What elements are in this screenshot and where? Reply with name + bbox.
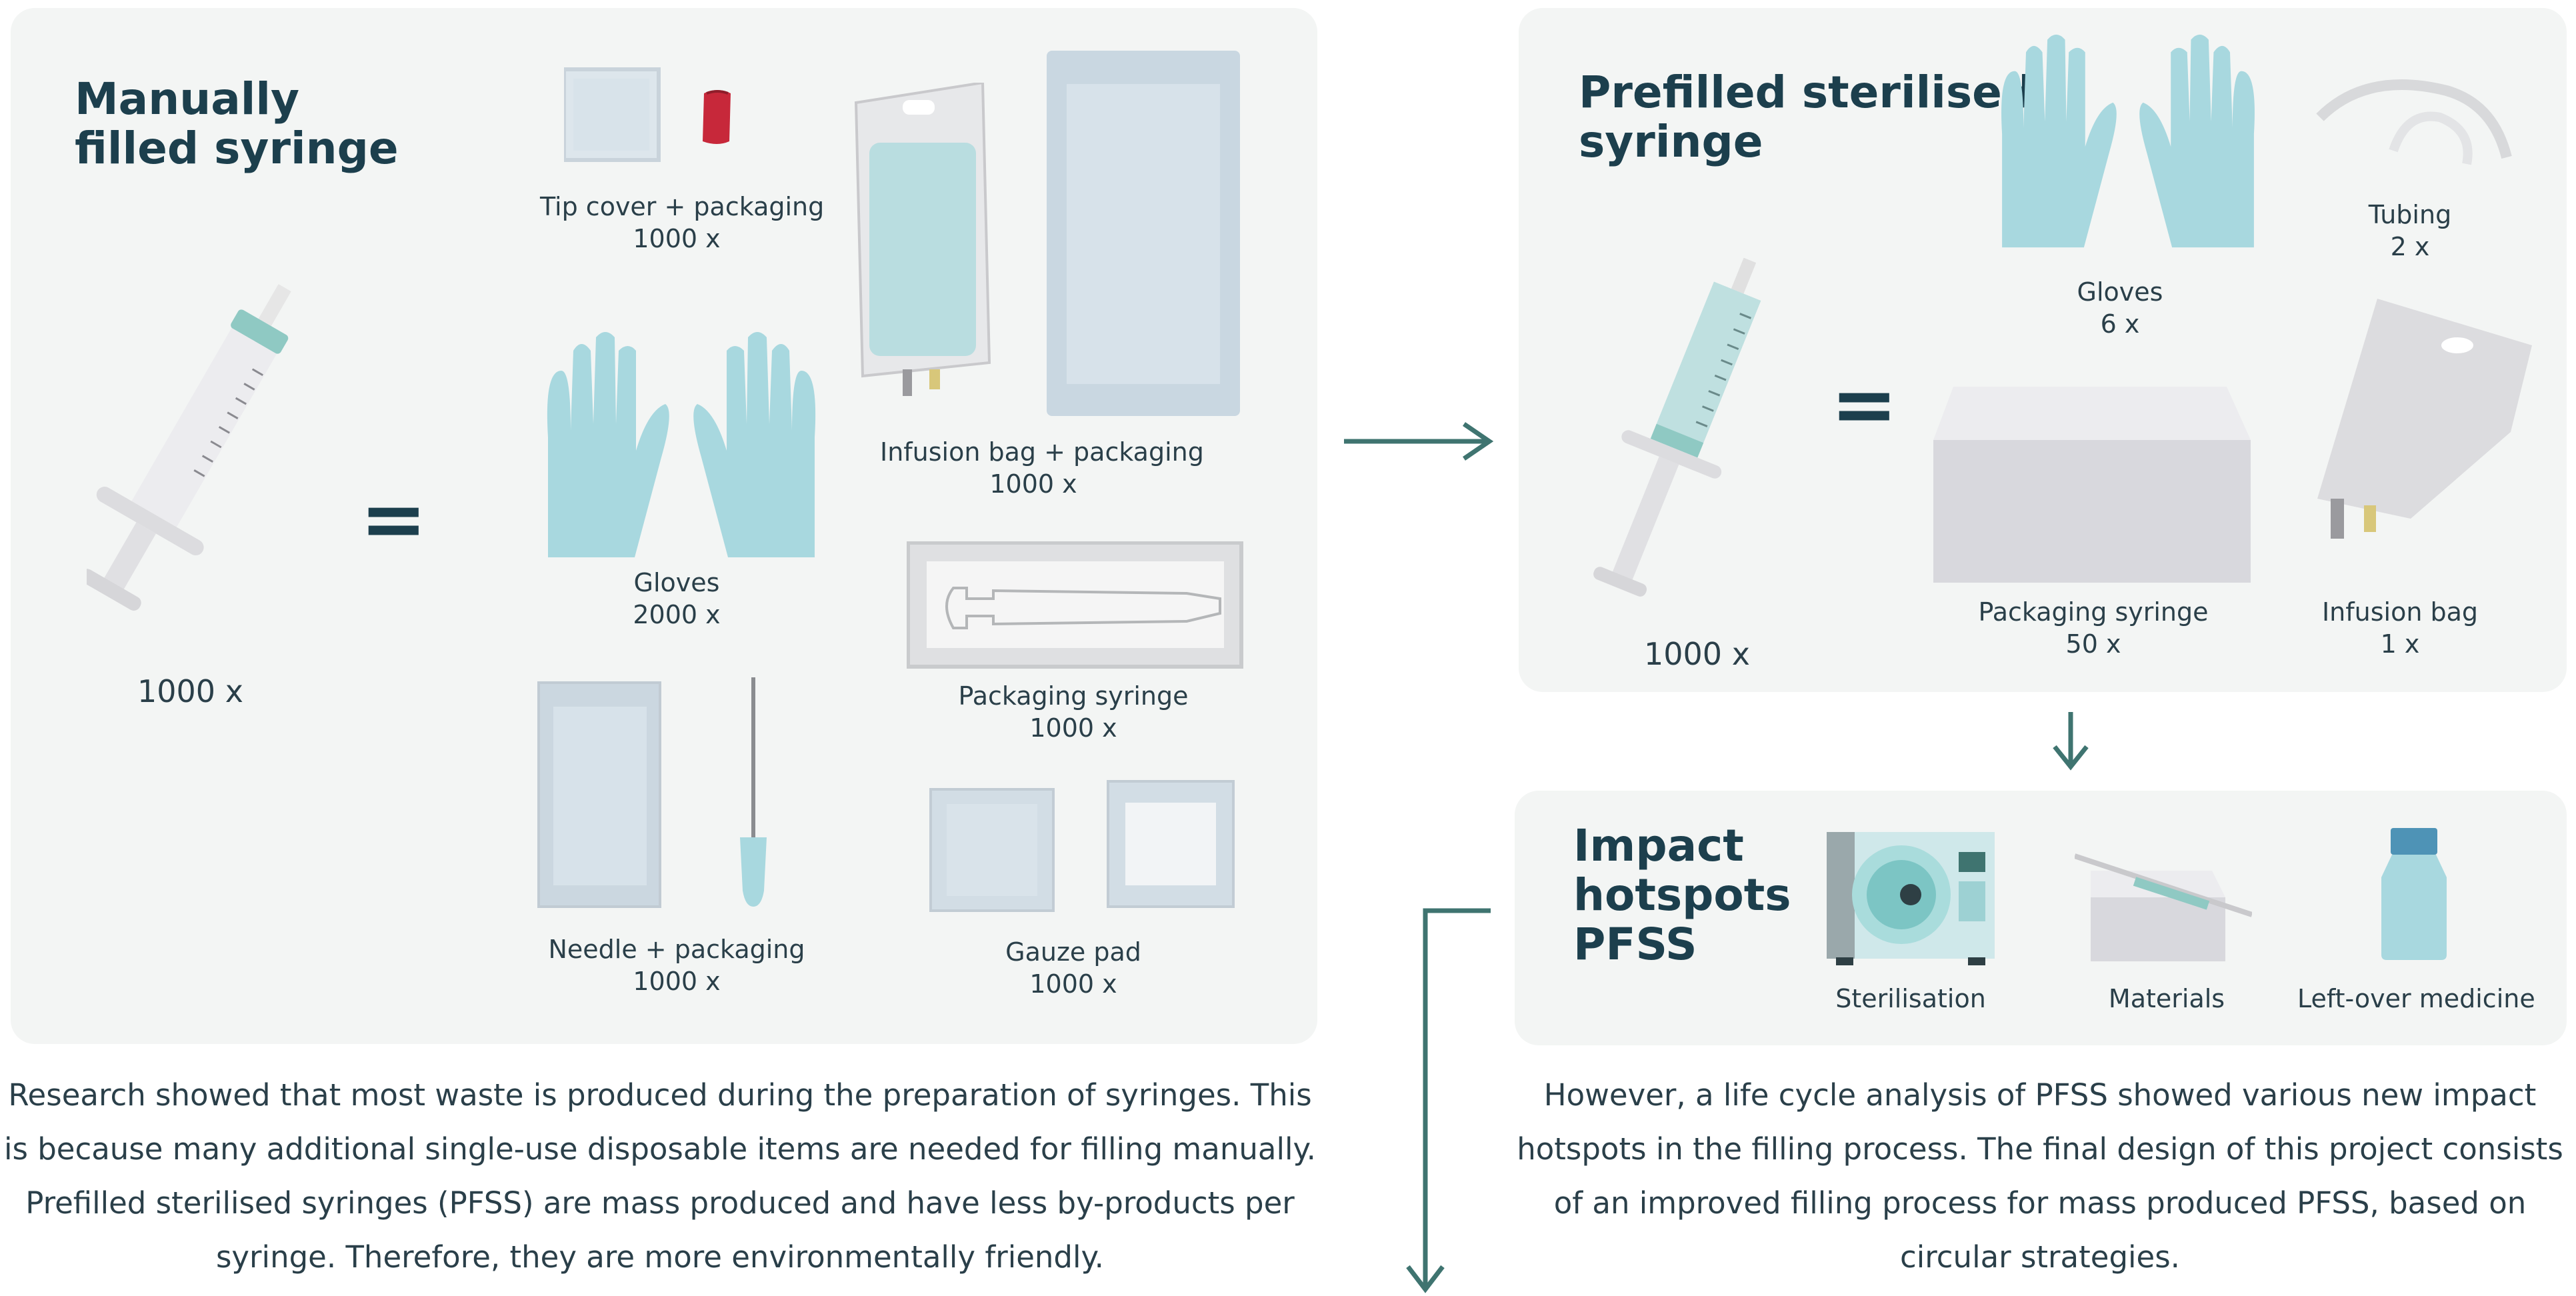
infusion-bag-label: Infusion bag + packaging 1000 x xyxy=(880,437,1204,499)
prefilled-title-line2: syringe xyxy=(1579,116,1763,167)
impact-title-line2: hotspots xyxy=(1573,869,1791,921)
needle-packaging-icon xyxy=(537,677,791,913)
manual-title-line2: filled syringe xyxy=(75,123,399,174)
right-infusion-bag-label: Infusion bag 1 x xyxy=(2321,597,2479,659)
gauze-pad-icon xyxy=(929,780,1236,913)
tubing-label: Tubing 2 x xyxy=(2368,200,2452,261)
prefilled-syringe-title: Prefilled sterilised syringe xyxy=(1579,68,2033,167)
materials-label: Materials xyxy=(2108,984,2225,1013)
packaging-syringe-icon xyxy=(907,541,1244,669)
description-right: However, a life cycle analysis of PFSS s… xyxy=(1517,1077,2563,1275)
manual-title-line1: Manually xyxy=(75,73,299,125)
gloves-icon-right xyxy=(1988,33,2268,260)
arrow-right-icon xyxy=(1341,421,1495,461)
description-left: Research showed that most waste is produ… xyxy=(3,1077,1316,1275)
manual-syringe-count: 1000 x xyxy=(137,673,243,709)
impact-hotspots-title: Impact hotspots PFSS xyxy=(1573,821,1791,969)
medicine-vial-icon xyxy=(2377,828,2451,960)
infusion-bag-icon-right xyxy=(2291,299,2532,568)
infusion-bag-packaging-icon xyxy=(1047,51,1247,420)
packaging-syringe-label: Packaging syringe 1000 x xyxy=(958,681,1189,743)
impact-title-line1: Impact xyxy=(1573,820,1744,871)
arrow-down-icon xyxy=(2051,711,2091,771)
syringe-illustration xyxy=(87,253,313,640)
arrow-down-long-icon xyxy=(1404,908,1497,1295)
manual-syringe-title: Manually filled syringe xyxy=(75,75,399,173)
needle-label: Needle + packaging 1000 x xyxy=(548,935,805,996)
tubing-icon xyxy=(2313,64,2513,177)
right-packaging-syringe-label: Packaging syringe 50 x xyxy=(1978,597,2209,659)
materials-icon xyxy=(2075,851,2252,964)
tip-cover-label: Tip cover + packaging 1000 x xyxy=(540,192,825,253)
gloves-label: Gloves 2000 x xyxy=(633,568,721,629)
prefilled-syringe-illustration xyxy=(1573,247,1787,620)
sterilisation-label: Sterilisation xyxy=(1835,984,1986,1013)
tip-cover-packaging-icon xyxy=(564,67,737,167)
impact-title-line3: PFSS xyxy=(1573,919,1697,970)
prefilled-syringe-count: 1000 x xyxy=(1644,636,1750,672)
manual-equals-sign: = xyxy=(360,473,427,566)
prefilled-title-line1: Prefilled sterilised xyxy=(1579,67,2034,118)
gloves-icon xyxy=(535,331,828,571)
right-gloves-label: Gloves 6 x xyxy=(2077,277,2163,339)
infusion-bag-icon xyxy=(849,83,996,403)
left-over-medicine-label: Left-over medicine xyxy=(2297,984,2535,1013)
sterilisation-machine-icon xyxy=(1827,832,1995,965)
gauze-pad-label: Gauze pad 1000 x xyxy=(1005,937,1141,999)
prefilled-equals-sign: = xyxy=(1831,359,1898,451)
packaging-box-icon xyxy=(1933,387,2251,583)
